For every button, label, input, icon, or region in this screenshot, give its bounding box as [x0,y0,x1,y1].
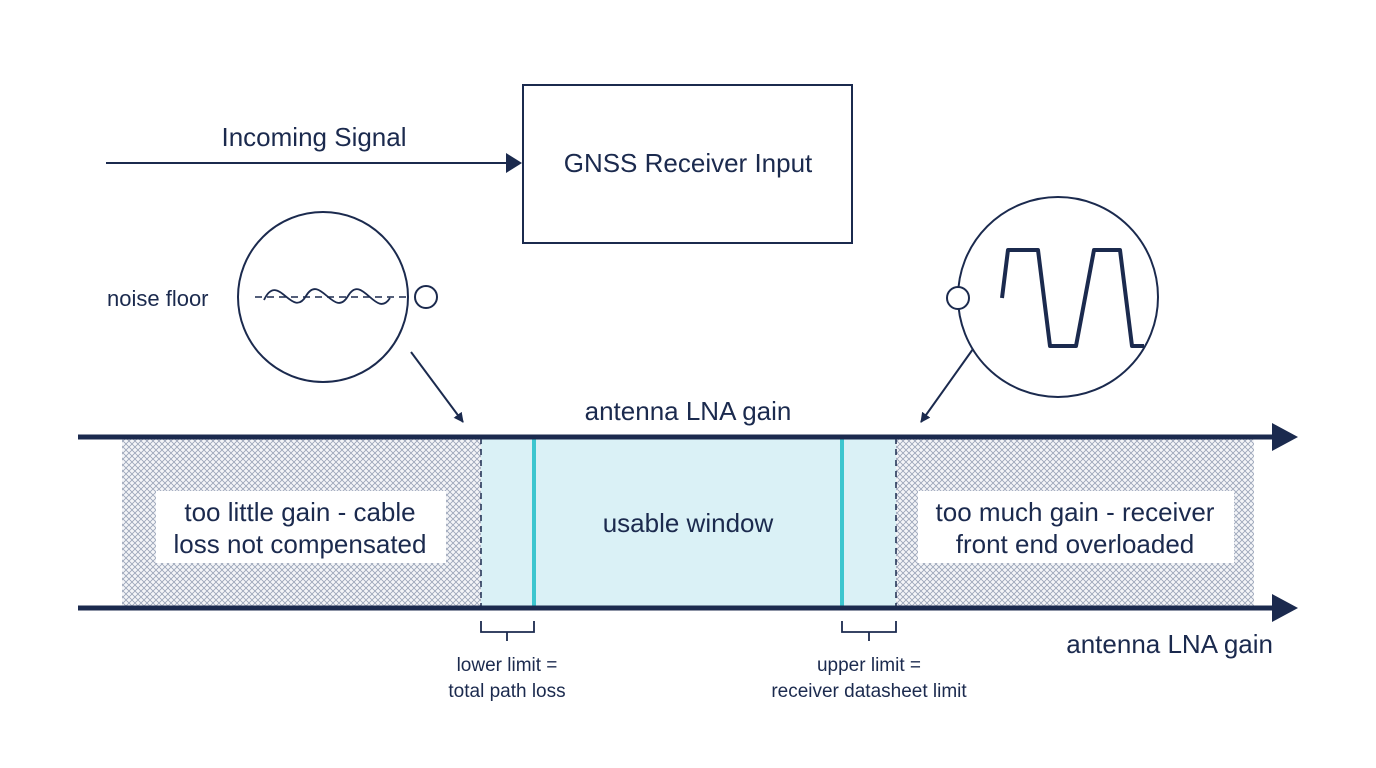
noise-wave-icon [263,288,391,305]
axis-arrowhead-icon [1272,423,1298,451]
noise-inset-connector [414,285,438,309]
usable-window-label: usable window [603,508,774,538]
upper-limit-bracket [841,621,897,633]
overload-inset-connector [946,286,970,310]
receiver-input-box: GNSS Receiver Input [522,84,853,244]
bottom-axis-label: antenna LNA gain [1066,629,1273,659]
receiver-input-label: GNSS Receiver Input [564,148,813,178]
lower-limit-annotation: lower limit = total path loss [448,621,566,702]
arrowhead-icon [506,153,522,173]
top-axis-label: antenna LNA gain [585,396,792,426]
too-much-gain-line2: front end overloaded [956,529,1195,559]
overload-inset [920,196,1159,423]
upper-limit-line2: receiver datasheet limit [771,681,967,702]
incoming-signal: Incoming Signal [106,122,522,173]
incoming-signal-label: Incoming Signal [222,122,407,152]
axis-arrowhead-icon [1272,594,1298,622]
upper-limit-annotation: upper limit = receiver datasheet limit [771,621,967,702]
upper-limit-line1: upper limit = [817,655,921,676]
lower-limit-line1: lower limit = [457,655,558,676]
noise-pointer-arrow [410,351,464,423]
overload-inset-circle [957,196,1159,398]
high-label-backdrop [918,491,1234,563]
too-much-gain-line1: too much gain - receiver [936,497,1215,527]
overload-pointer-arrow [920,348,974,423]
gain-axis-bottom: antenna LNA gain [78,594,1298,659]
too-little-gain-line2: loss not compensated [174,529,427,559]
low-label-backdrop [156,491,446,563]
lower-limit-bracket [480,621,535,633]
usable-window-region [481,438,896,607]
lower-limit-line2: total path loss [448,681,565,702]
noise-floor-label: noise floor [107,286,209,311]
clipped-square-wave-icon [1000,248,1144,348]
noise-inset-circle [237,211,409,383]
gain-axis-top: antenna LNA gain [78,396,1298,451]
noise-floor-inset: noise floor [107,211,464,423]
gain-band: too little gain - cable loss not compens… [122,438,1254,607]
too-little-gain-line1: too little gain - cable [184,497,415,527]
